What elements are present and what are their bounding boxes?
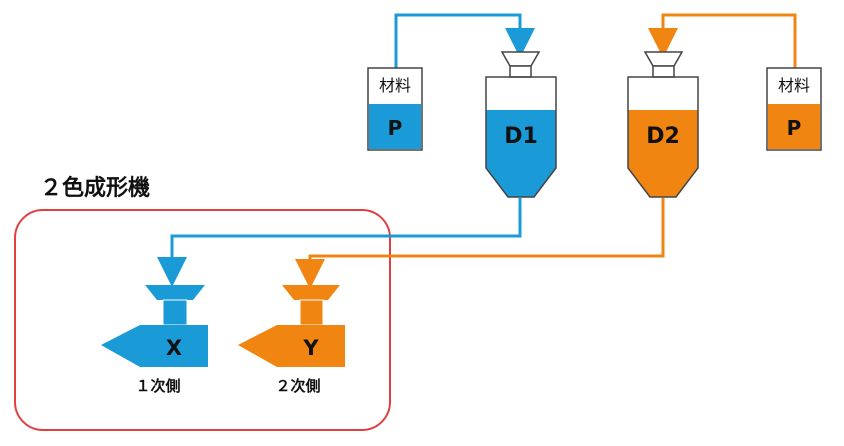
cylinder-caption-y: ２次側 [275,377,320,395]
dryer-label-d2: D2 [646,124,680,149]
pipe-material-to-d2 [648,13,797,68]
material-header-orange: 材料 [778,76,810,95]
pipe-material-to-d1 [394,13,535,68]
dryer-label-d1: D1 [504,124,538,149]
cylinder-label-y: Y [302,336,319,360]
machine-title: ２色成形機 [40,175,150,201]
material-header-blue: 材料 [379,76,411,95]
material-label-blue: P [388,116,403,140]
dryer-d2: D2 [627,51,699,198]
material-box-orange: 材料 P [766,67,822,151]
pipe-d1-to-x [157,198,522,287]
pipe-d2-to-y [295,198,665,289]
material-label-orange: P [787,116,802,140]
dryer-d1: D1 [485,51,557,198]
cylinder-caption-x: １次側 [135,377,180,395]
material-box-blue: 材料 P [367,67,423,151]
injection-unit-x: X １次側 [101,285,208,395]
injection-unit-y: Y ２次側 [238,285,345,395]
molding-machine-frame [14,209,391,431]
cylinder-label-x: X [166,336,182,360]
